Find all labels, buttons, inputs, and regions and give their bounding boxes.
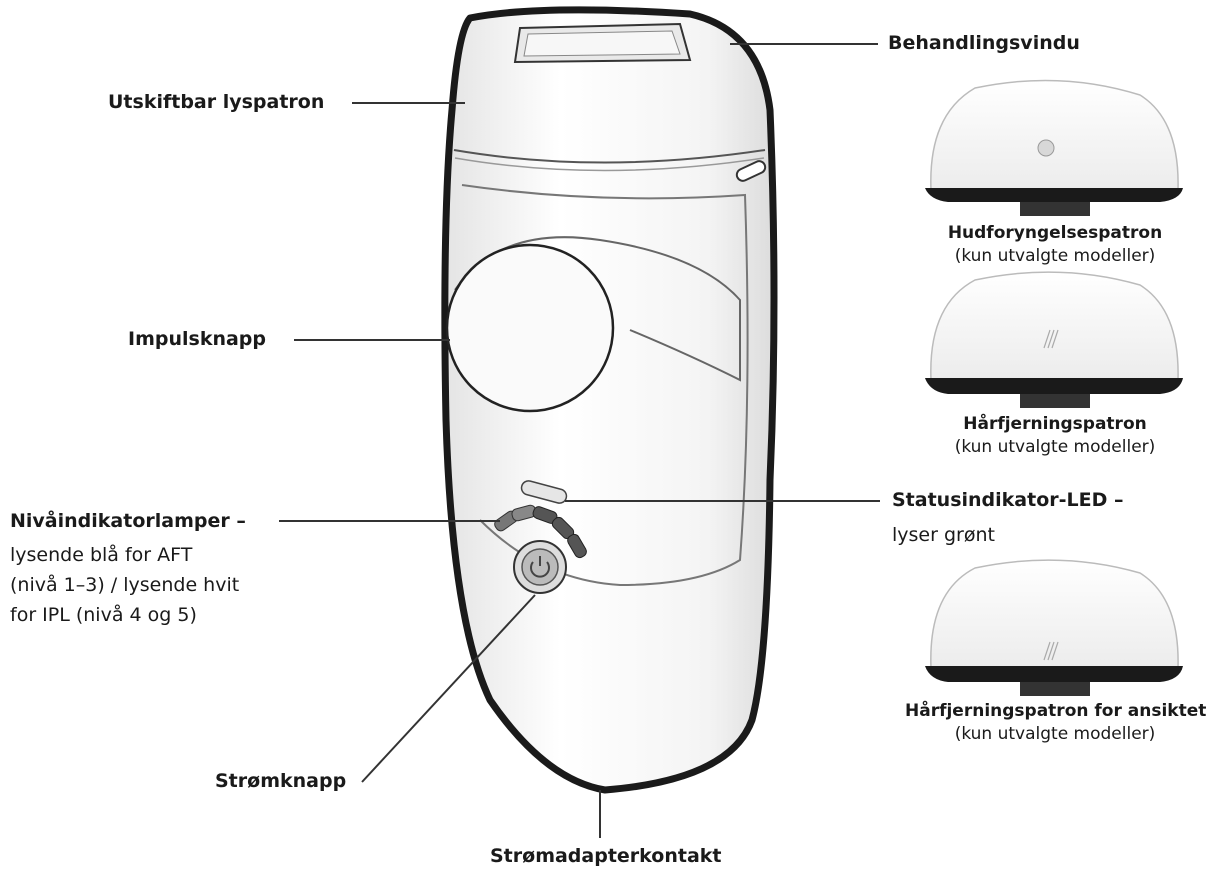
attachment-subtitle: (kun utvalgte modeller)	[954, 437, 1156, 457]
status-led	[520, 480, 568, 504]
level-leds	[494, 504, 587, 559]
adapter-label: Strømadapterkontakt	[490, 845, 722, 867]
level-indicator-line1: lysende blå for AFT	[10, 544, 193, 566]
pulse-button	[445, 243, 615, 413]
attachment-hair	[925, 271, 1183, 408]
level-indicator-line3: for IPL (nivå 4 og 5)	[10, 604, 197, 626]
leader-lines	[279, 43, 880, 838]
attachment-skin-caption: Hudforyngelsespatron (kun utvalgte model…	[925, 222, 1185, 268]
window-label: Behandlingsvindu	[888, 32, 1080, 54]
status-led-line1: lyser grønt	[892, 524, 995, 546]
attachment-title: Hudforyngelsespatron	[947, 223, 1163, 243]
status-led-title: Statusindikator-LED –	[892, 489, 1124, 511]
device-body	[441, 6, 778, 794]
attachment-face-caption: Hårfjerningspatron for ansiktet (kun utv…	[905, 700, 1207, 746]
level-indicator-title: Nivåindikatorlamper –	[10, 510, 246, 532]
attachment-hair-caption: Hårfjerningspatron (kun utvalgte modelle…	[925, 413, 1185, 459]
attachment-title: Hårfjerningspatron for ansiktet	[905, 701, 1207, 721]
power-button-label: Strømknapp	[215, 770, 347, 792]
power-button	[513, 540, 567, 594]
attachment-skin	[925, 79, 1183, 216]
level-indicator-line2: (nivå 1–3) / lysende hvit	[10, 574, 240, 596]
attachment-subtitle: (kun utvalgte modeller)	[954, 246, 1156, 266]
attachment-title: Hårfjerningspatron	[963, 414, 1147, 434]
cartridge-label: Utskiftbar lyspatron	[108, 91, 325, 113]
attachment-subtitle: (kun utvalgte modeller)	[954, 724, 1156, 744]
pulse-button-label: Impulsknapp	[128, 328, 267, 350]
attachment-face	[925, 559, 1183, 696]
